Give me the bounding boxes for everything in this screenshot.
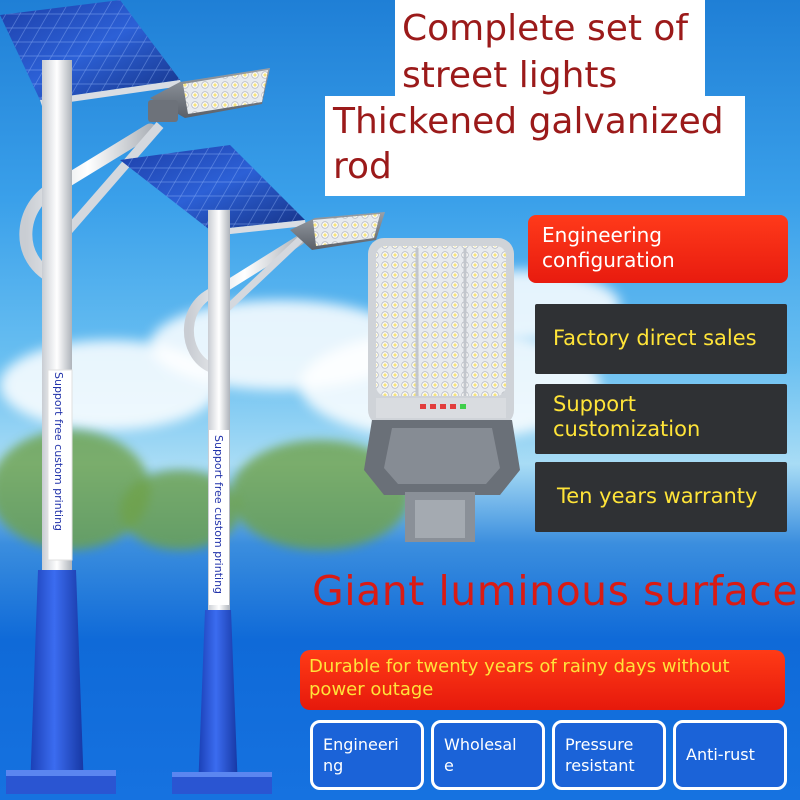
headline-line-2: street lights xyxy=(402,55,618,96)
warranty-box: Ten years warranty xyxy=(535,462,787,532)
headline-box-bottom xyxy=(325,96,745,196)
left-street-light xyxy=(0,0,270,794)
giant-luminous-surface-heading: Giant luminous surface xyxy=(312,567,799,615)
tag-engineering-line-1: Engineeri xyxy=(323,735,399,754)
tag-wholesale-line-1: Wholesal xyxy=(444,735,517,754)
tag-pressure-line-2: resistant xyxy=(565,755,635,775)
tag-wholesale-line-2: e xyxy=(444,755,454,775)
headline-line-4: rod xyxy=(333,146,392,187)
tree xyxy=(0,430,150,550)
headline-box-top xyxy=(395,0,705,96)
engineering-config-line-2: configuration xyxy=(542,248,675,272)
cloud xyxy=(0,340,220,430)
durable-line-1: Durable for twenty years of rainy days w… xyxy=(309,656,730,677)
support-line-1: Support xyxy=(553,392,637,416)
engineering-configuration-badge: Engineering configuration xyxy=(528,215,788,283)
factory-direct-label: Factory direct sales xyxy=(553,326,757,350)
factory-direct-box: Factory direct sales xyxy=(535,304,787,374)
led-lamp-closeup xyxy=(364,238,520,542)
support-line-2: customization xyxy=(553,417,701,442)
headline-line-3: Thickened galvanized xyxy=(333,101,724,142)
tag-anti-rust-line-1: Anti-rust xyxy=(686,745,755,764)
pole-label-right: Support free custom printing xyxy=(212,435,225,595)
tag-engineering-line-2: ng xyxy=(323,755,344,775)
support-customization-box: Support customization xyxy=(535,384,787,454)
headline-line-1: Complete set of xyxy=(402,8,689,49)
engineering-config-line-1: Engineering xyxy=(542,223,662,247)
durable-banner: Durable for twenty years of rainy days w… xyxy=(300,650,785,710)
tag-pressure-line-1: Pressure xyxy=(565,735,634,754)
warranty-label: Ten years warranty xyxy=(557,484,758,508)
durable-line-2: power outage xyxy=(309,678,434,700)
pole-label-left: Support free custom printing xyxy=(52,372,65,532)
right-street-light xyxy=(120,145,385,794)
tag-anti-rust: Anti-rust xyxy=(673,720,787,790)
